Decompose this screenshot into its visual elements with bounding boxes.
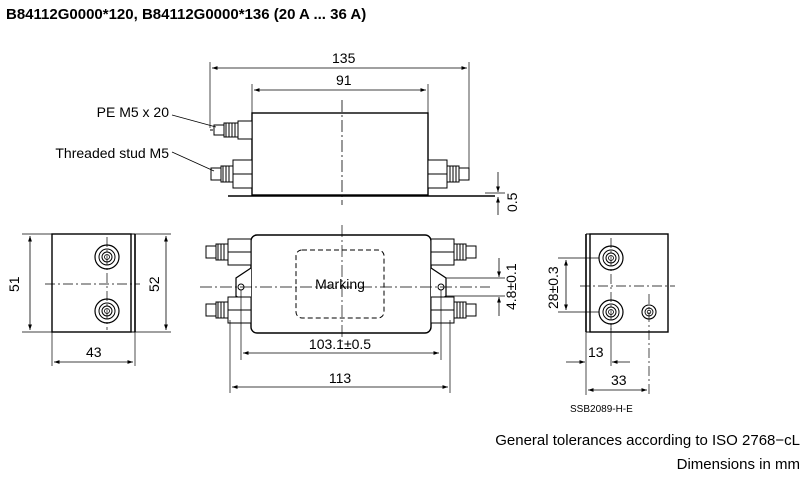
units-note: Dimensions in mm	[676, 456, 800, 473]
front-right-terminal-bottom	[430, 296, 477, 324]
marking-label: Marking	[315, 276, 365, 292]
dim-103-1: 103.1±0.5	[309, 336, 371, 352]
left-terminal-pe	[210, 120, 253, 140]
label-threaded-stud: Threaded stud M5	[55, 145, 169, 161]
end-view	[558, 233, 675, 395]
label-pe-m5: PE M5 x 20	[97, 104, 170, 120]
front-left-terminal-top	[205, 238, 252, 266]
dim-135: 135	[332, 50, 356, 66]
dim-0-5: 0.5	[504, 192, 520, 212]
right-terminal-stud	[427, 159, 470, 189]
dim-43: 43	[86, 344, 102, 360]
dim-52: 52	[146, 276, 162, 292]
dim-28: 28±0.3	[545, 266, 561, 309]
side-view	[22, 233, 171, 366]
dim-91: 91	[336, 72, 352, 88]
dim-51: 51	[6, 276, 22, 292]
front-right-terminal-top	[430, 238, 477, 266]
dim-113: 113	[329, 370, 352, 386]
dim-33: 33	[611, 372, 627, 388]
drawing-code: SSB2089-H-E	[570, 404, 633, 415]
front-view	[200, 225, 505, 393]
drawing-title: B84112G0000*120, B84112G0000*136 (20 A .…	[6, 6, 367, 23]
tolerances-note: General tolerances according to ISO 2768…	[495, 432, 800, 449]
dim-13: 13	[588, 344, 604, 360]
top-view-body	[251, 112, 429, 196]
front-left-terminal-bottom	[205, 296, 252, 324]
top-view	[171, 62, 505, 215]
marking-area	[295, 249, 385, 319]
left-terminal-stud	[210, 159, 253, 189]
dim-4-8: 4.8±0.1	[503, 263, 519, 310]
